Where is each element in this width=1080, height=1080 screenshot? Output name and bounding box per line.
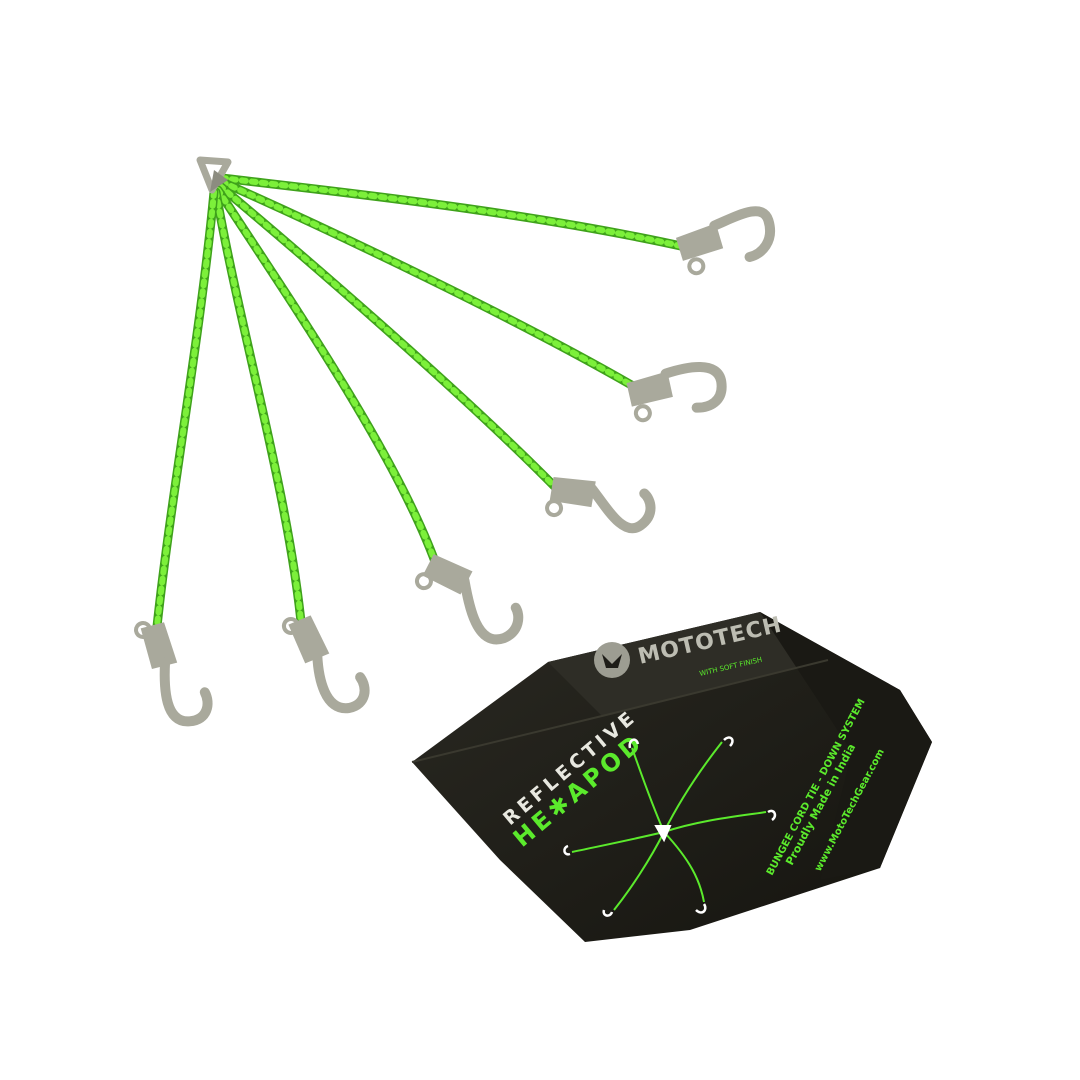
ring-icon [196,156,232,194]
cord-4 [213,185,443,575]
hook-icon [626,362,727,423]
package-side [760,612,932,880]
package-top-fold [548,612,828,716]
hook-icon [281,615,370,714]
product-package: MOTOTECH WITH SOFT FINISH REFLECTIVE HE✱… [411,612,932,942]
hook-icon [414,554,524,645]
bungee-cords [151,173,695,641]
package-front [412,612,932,942]
mototech-logo-icon [594,642,630,678]
hook-icon [675,206,775,276]
hexapod-diagram-icon [563,736,777,917]
hook-icon [134,621,213,727]
hook-icon [545,477,656,534]
